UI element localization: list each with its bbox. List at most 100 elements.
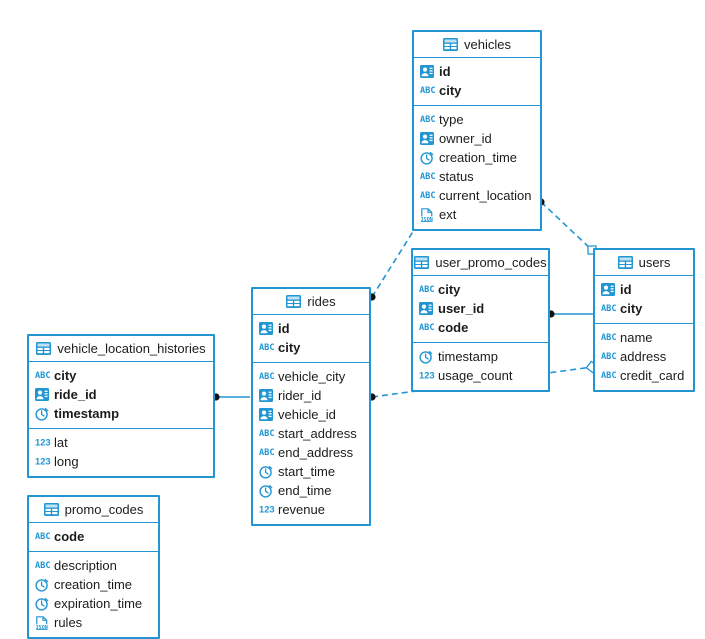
- svg-text:ABC: ABC: [35, 561, 51, 570]
- abc-icon: ABC: [419, 283, 435, 297]
- table-grid-icon: [286, 295, 302, 308]
- column-row-user_promo_codes-timestamp[interactable]: timestamp: [413, 347, 548, 366]
- key-id-icon: [259, 321, 273, 336]
- table-header-user_promo_codes[interactable]: user_promo_codes: [413, 250, 548, 276]
- pk-column-row-rides-id[interactable]: id: [253, 319, 369, 338]
- key-id-icon: [419, 301, 433, 316]
- clock-icon: [35, 407, 49, 421]
- pk-column-row-users-id[interactable]: id: [595, 280, 693, 299]
- svg-text:123: 123: [35, 436, 51, 447]
- table-title: vehicles: [464, 37, 511, 52]
- svg-text:JSON: JSON: [421, 216, 433, 221]
- column-name: expiration_time: [54, 596, 143, 611]
- column-row-vehicles-creation_time[interactable]: creation_time: [414, 148, 540, 167]
- table-header-vehicles[interactable]: vehicles: [414, 32, 540, 58]
- table-header-vehicle_location_histories[interactable]: vehicle_location_histories: [29, 336, 213, 362]
- abc-icon: ABC: [420, 84, 436, 98]
- column-name: id: [439, 64, 451, 79]
- table-title: promo_codes: [64, 502, 144, 517]
- pk-column-row-vehicle_location_histories-timestamp[interactable]: timestamp: [29, 404, 213, 423]
- abc-icon: ABC: [259, 370, 275, 384]
- abc-icon: ABC: [420, 189, 436, 203]
- column-row-rides-rider_id[interactable]: rider_id: [253, 386, 369, 405]
- pk-column-row-vehicle_location_histories-ride_id[interactable]: ride_id: [29, 385, 213, 404]
- svg-text:123: 123: [419, 369, 435, 380]
- table-header-rides[interactable]: rides: [253, 289, 369, 315]
- svg-text:123: 123: [259, 503, 275, 514]
- table-header-users[interactable]: users: [595, 250, 693, 276]
- column-name: city: [438, 282, 461, 297]
- column-name: city: [620, 301, 643, 316]
- column-name: id: [620, 282, 632, 297]
- column-name: end_address: [278, 445, 354, 460]
- svg-text:ABC: ABC: [259, 448, 275, 457]
- abc-icon: ABC: [35, 530, 51, 544]
- relationship-vehicle-location-histories-to-rides[interactable]: [212, 393, 250, 401]
- column-row-promo_codes-creation_time[interactable]: creation_time: [29, 575, 158, 594]
- column-name: ride_id: [54, 387, 97, 402]
- column-row-rides-start_time[interactable]: start_time: [253, 462, 369, 481]
- relationship-line: [540, 201, 593, 251]
- column-name: address: [620, 349, 667, 364]
- table-title: rides: [307, 294, 336, 309]
- svg-text:ABC: ABC: [601, 371, 617, 380]
- pk-column-row-vehicles-id[interactable]: id: [414, 62, 540, 81]
- table-title: users: [638, 255, 671, 270]
- column-row-promo_codes-expiration_time[interactable]: expiration_time: [29, 594, 158, 613]
- relationship-user-promo-codes-to-users[interactable]: [547, 310, 594, 318]
- clock-icon: [419, 350, 433, 364]
- relationship-vehicles-to-users[interactable]: [537, 198, 597, 255]
- column-row-rides-end_time[interactable]: end_time: [253, 481, 369, 500]
- key-id-icon: [420, 64, 434, 79]
- abc-icon: ABC: [419, 321, 435, 335]
- column-row-vehicles-owner_id[interactable]: owner_id: [414, 129, 540, 148]
- pk-column-row-user_promo_codes-user_id[interactable]: user_id: [413, 299, 548, 318]
- column-name: rider_id: [278, 388, 322, 403]
- table-header-promo_codes[interactable]: promo_codes: [29, 497, 158, 523]
- svg-text:JSON: JSON: [36, 624, 48, 629]
- clock-icon: [259, 484, 273, 498]
- abc-icon: ABC: [420, 113, 436, 127]
- column-row-rides-vehicle_id[interactable]: vehicle_id: [253, 405, 369, 424]
- key-id-icon: [420, 131, 434, 146]
- abc-icon: ABC: [35, 559, 51, 573]
- column-name: id: [278, 321, 290, 336]
- column-name: usage_count: [438, 368, 513, 383]
- clock-icon: [259, 465, 273, 479]
- table-grid-icon: [36, 342, 52, 355]
